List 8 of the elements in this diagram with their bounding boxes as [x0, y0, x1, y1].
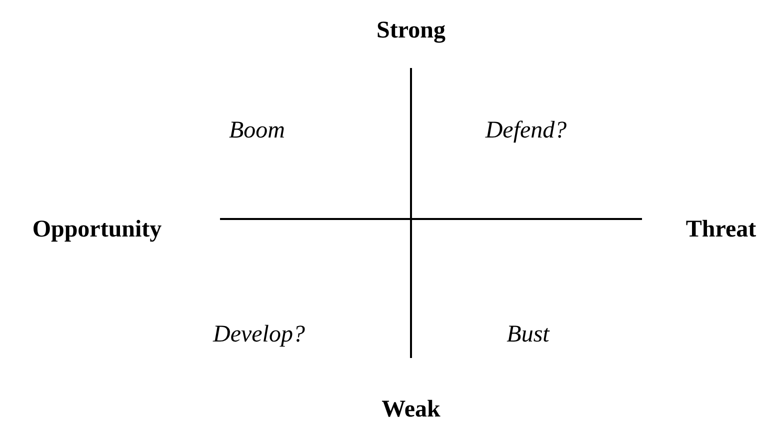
axis-label: Threat	[686, 216, 756, 244]
quadrant-label: Boom	[229, 118, 285, 144]
axis-label: Opportunity	[32, 216, 162, 244]
axis-label: Weak	[382, 396, 440, 424]
axis-label: Strong	[376, 18, 446, 44]
quadrant-label: Defend?	[485, 118, 567, 144]
quadrant-label: Develop?	[213, 322, 305, 348]
quadrant-label: Bust	[506, 322, 550, 348]
